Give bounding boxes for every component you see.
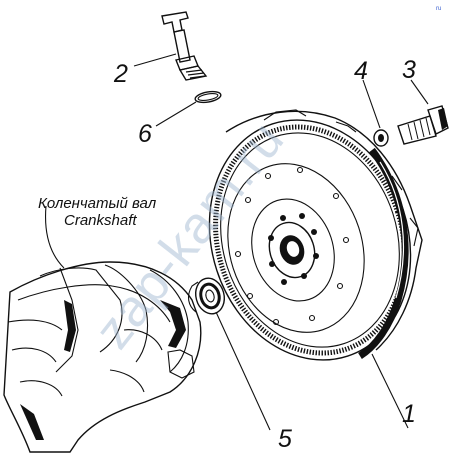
- callout-4: 4: [354, 57, 368, 85]
- callout-5: 5: [278, 425, 292, 453]
- callout-1: 1: [402, 400, 416, 428]
- caption-en: Crankshaft: [64, 212, 137, 229]
- washer-drawing: [373, 129, 389, 147]
- callout-6: 6: [138, 120, 152, 148]
- fitting-drawing: [161, 11, 208, 81]
- corner-mark: ru: [436, 6, 441, 12]
- flywheel-drawing: [208, 109, 423, 361]
- callout-2: 2: [113, 60, 128, 88]
- callout-3: 3: [402, 56, 416, 84]
- o-ring-drawing: [194, 90, 222, 104]
- bearing-drawing: [187, 277, 226, 315]
- crankshaft-drawing: [3, 261, 202, 453]
- caption-ru: Коленчатый вал: [38, 195, 157, 212]
- watermark-text: zap-kam.ru: [84, 111, 296, 360]
- bolt-drawing: [397, 105, 449, 145]
- leader-lines: [45, 53, 429, 431]
